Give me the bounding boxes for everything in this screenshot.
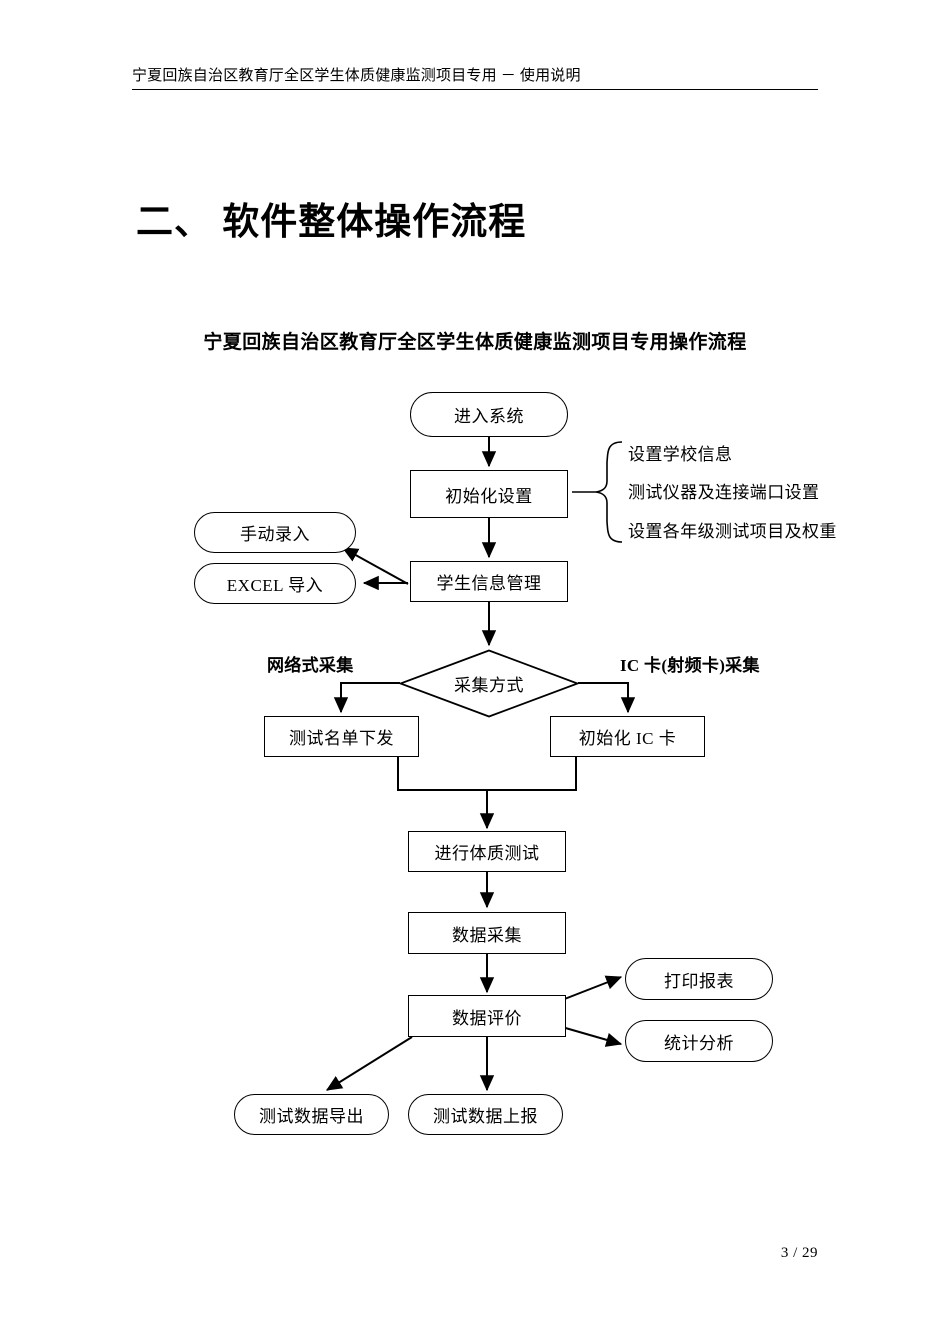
connector-decision-to-iccard [578, 682, 636, 714]
node-init-ic-card[interactable]: 初始化 IC 卡 [550, 716, 705, 757]
header-divider [132, 89, 818, 90]
annotation-grade-items: 设置各年级测试项目及权重 [628, 522, 837, 541]
connector-student-to-manual [341, 547, 409, 585]
node-init-settings-label: 初始化设置 [445, 486, 533, 506]
node-excel-import-label: EXCEL 导入 [226, 576, 324, 595]
connector-decision-to-roster [333, 682, 400, 714]
node-student-info[interactable]: 学生信息管理 [410, 561, 568, 602]
node-fitness-test-label: 进行体质测试 [434, 844, 540, 863]
diagram-title: 宁夏回族自治区教育厅全区学生体质健康监测项目专用操作流程 [203, 332, 747, 353]
annotation-school-info: 设置学校信息 [628, 445, 733, 464]
node-init-settings[interactable]: 初始化设置 [410, 470, 568, 518]
diamond-shape [399, 649, 579, 718]
annotation-device-port: 测试仪器及连接端口设置 [628, 483, 820, 502]
node-student-info-label: 学生信息管理 [436, 574, 542, 593]
node-statistics-label: 统计分析 [664, 1033, 734, 1053]
node-report-data-label: 测试数据上报 [433, 1107, 538, 1126]
node-fitness-test[interactable]: 进行体质测试 [408, 831, 566, 872]
header-title: 宁夏回族自治区教育厅全区学生体质健康监测项目专用 － 使用说明 [132, 68, 581, 84]
node-print-report[interactable]: 打印报表 [625, 958, 773, 1000]
node-export-data-label: 测试数据导出 [259, 1107, 364, 1126]
page-number: 3 / 29 [780, 1245, 818, 1261]
node-export-data[interactable]: 测试数据导出 [234, 1094, 389, 1135]
node-test-roster[interactable]: 测试名单下发 [264, 716, 419, 757]
node-statistics[interactable]: 统计分析 [625, 1020, 773, 1062]
node-manual-entry-label: 手动录入 [240, 525, 310, 544]
connector-evaluate-to-export [325, 1036, 413, 1091]
node-data-evaluate-label: 数据评价 [452, 1008, 522, 1028]
node-manual-entry[interactable]: 手动录入 [194, 512, 356, 553]
node-excel-import[interactable]: EXCEL 导入 [194, 563, 356, 604]
node-data-collect-label: 数据采集 [452, 925, 522, 945]
branch-label-network: 网络式采集 [267, 656, 354, 675]
node-data-collect[interactable]: 数据采集 [408, 912, 566, 954]
node-init-ic-card-label: 初始化 IC 卡 [578, 729, 677, 748]
node-print-report-label: 打印报表 [664, 971, 734, 991]
connector-merge-bar [397, 757, 577, 791]
node-report-data[interactable]: 测试数据上报 [408, 1094, 563, 1135]
connector-evaluate-to-print [561, 975, 623, 1001]
annotation-brace [595, 441, 623, 543]
node-enter-system-label: 进入系统 [454, 407, 524, 426]
node-enter-system[interactable]: 进入系统 [410, 392, 568, 437]
branch-label-ic-card: IC 卡(射频卡)采集 [620, 656, 760, 675]
node-test-roster-label: 测试名单下发 [289, 729, 394, 748]
connector-evaluate-to-statistics [561, 1026, 623, 1047]
node-collect-method[interactable]: 采集方式 [399, 649, 579, 718]
section-heading: 二、 软件整体操作流程 [136, 202, 527, 243]
node-data-evaluate[interactable]: 数据评价 [408, 995, 566, 1037]
node-collect-method-label: 采集方式 [454, 676, 524, 695]
page-header: 宁夏回族自治区教育厅全区学生体质健康监测项目专用 － 使用说明 [132, 66, 818, 90]
